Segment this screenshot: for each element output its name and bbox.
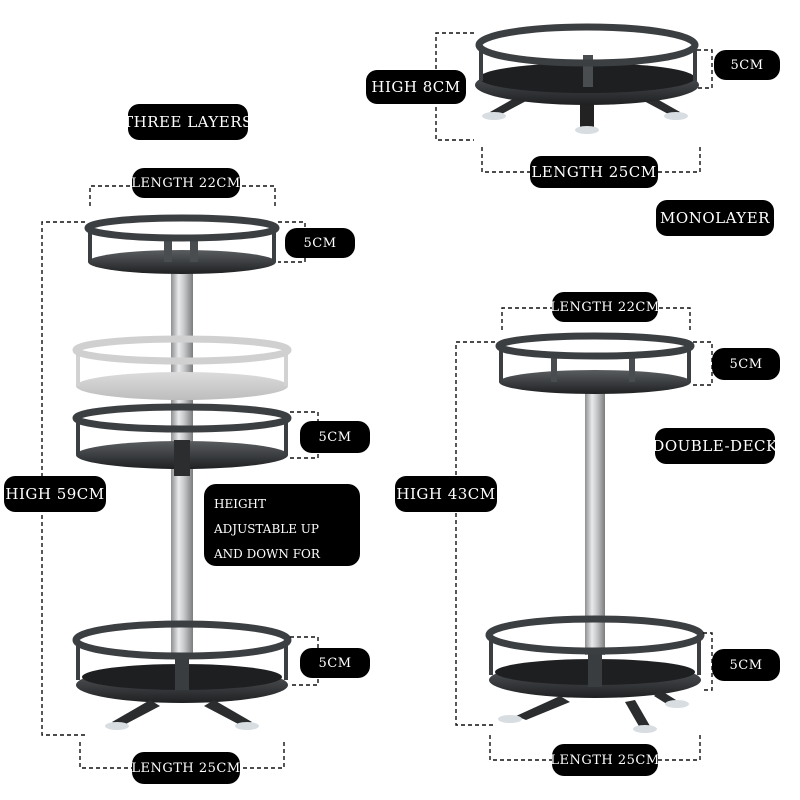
monolayer-title: MONOLAYER [656, 200, 774, 236]
double-deck-top-length-label: LENGTH 22CM [550, 292, 659, 322]
three-layers-top-tier-label: 5CM [285, 228, 355, 258]
note-line: MIDDLE TIER [214, 597, 302, 611]
monolayer-high-label: HIGH 8CM [366, 70, 466, 104]
double-deck-top-tier-label: 5CM [712, 348, 780, 380]
double-deck-bottom-length-label: LENGTH 25CM [550, 744, 659, 776]
three-layers-top-length-label: LENGTH 22CM [131, 168, 240, 198]
monolayer-tier-height-label: 5CM [714, 50, 780, 80]
monolayer-length-label: LENGTH 25CM [530, 156, 658, 188]
double-deck-bottom-tier-label: 5CM [712, 649, 780, 681]
double-deck-title: DOUBLE-DECK [652, 428, 777, 464]
three-layers-bottom-length-label: LENGTH 25CM [131, 752, 240, 784]
middle-tier-adjustable-note: HEIGHT ADJUSTABLE UP AND DOWN FOR THE MI… [204, 484, 360, 611]
monolayer-rack [475, 23, 699, 134]
note-line: AND DOWN FOR THE [214, 547, 320, 586]
three-layers-high-label: HIGH 59CM [4, 476, 106, 512]
three-layer-rack [72, 214, 292, 730]
dimension-lines [41, 32, 713, 769]
note-line: HEIGHT ADJUSTABLE UP [214, 497, 319, 536]
double-deck-rack [485, 332, 705, 733]
double-deck-high-label: HIGH 43CM [395, 476, 497, 512]
three-layers-bottom-tier-label: 5CM [300, 648, 370, 678]
three-layers-middle-tier-label: 5CM [300, 421, 370, 453]
three-layers-title: THREE LAYERS [123, 104, 252, 140]
